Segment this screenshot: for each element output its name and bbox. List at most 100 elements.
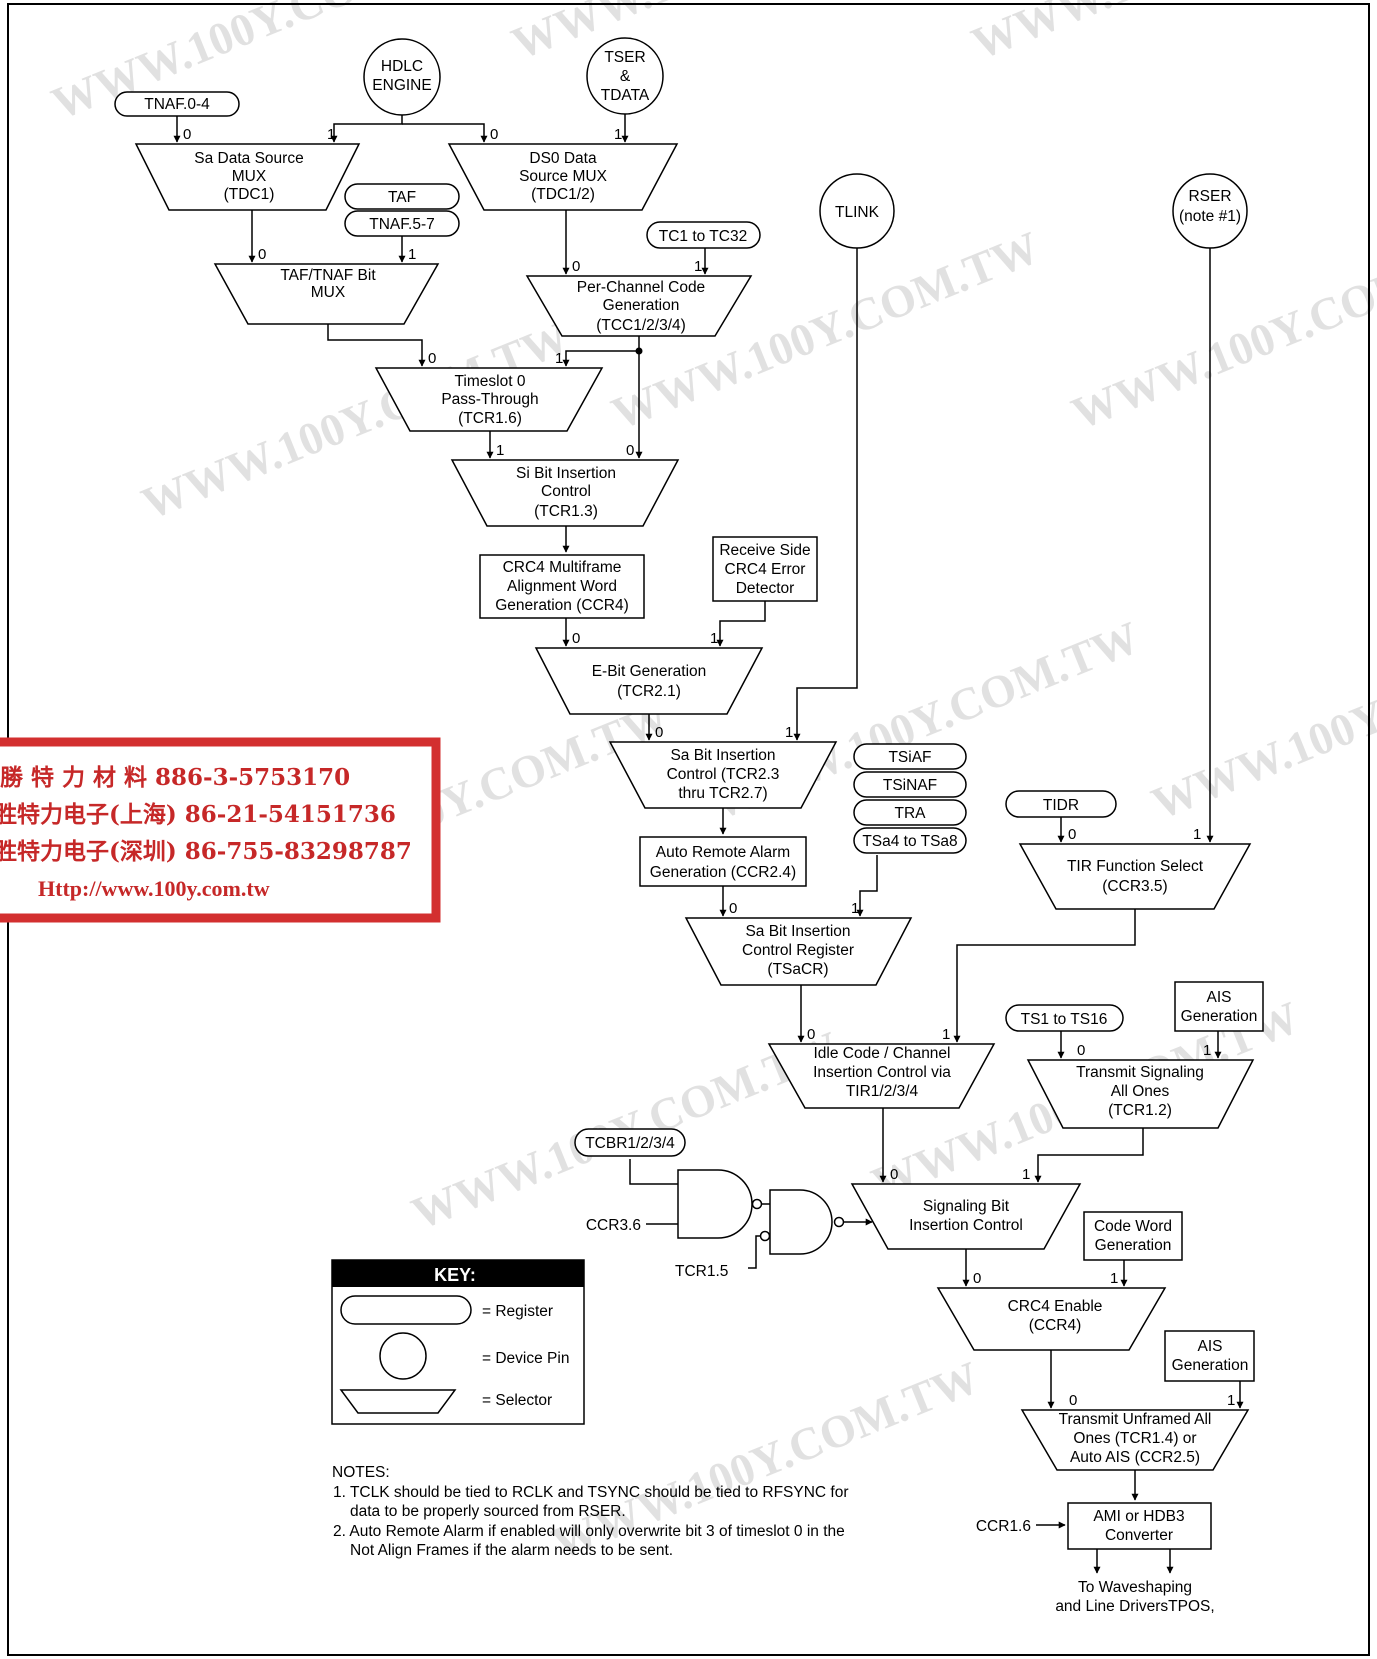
register-tc1-tc32: TC1 to TC32 — [646, 221, 761, 249]
bit-label: 0 — [428, 350, 436, 367]
note-line: data to be properly sourced from RSER. — [350, 1503, 626, 1520]
selector-label: Sa Data Source — [194, 150, 303, 167]
selector-input-bit-labels: 0 1 0 1 0 1 0 1 0 1 1 0 0 1 0 1 0 1 0 1 … — [183, 126, 1235, 1409]
block-label: Detector — [736, 580, 795, 597]
block-label: Alignment Word — [507, 578, 617, 595]
bit-label: 1 — [408, 246, 416, 263]
selector-label: Transmit Unframed All — [1059, 1411, 1212, 1428]
bit-label: 1 — [1110, 1270, 1118, 1287]
bit-label: 0 — [655, 724, 663, 741]
pin-label: ENGINE — [372, 77, 431, 94]
bit-label: 1 — [710, 630, 718, 647]
selector-per-channel-code-generation: Per-Channel Code Generation (TCC1/2/3/4) — [525, 275, 753, 337]
selector-idle-code-channel-insertion: Idle Code / Channel Insertion Control vi… — [767, 1043, 996, 1109]
selector-label: (TDC1/2) — [531, 186, 595, 203]
stamp-line: 勝 特 力 材 料 886-3-5753170 — [0, 764, 350, 791]
block-label: Generation — [1181, 1008, 1258, 1025]
key-pin-symbol — [379, 1332, 427, 1380]
register-tidr: TIDR — [1005, 790, 1117, 818]
bit-label: 1 — [555, 350, 563, 367]
selector-label: Source MUX — [519, 168, 608, 185]
bit-label: 0 — [1068, 826, 1076, 843]
selector-label: Insertion Control — [909, 1217, 1023, 1234]
key-register-label: = Register — [482, 1303, 553, 1320]
selector-label: (TCR1.6) — [458, 410, 522, 427]
notes-title: NOTES: — [332, 1464, 390, 1481]
selector-label: Sa Bit Insertion — [745, 923, 850, 940]
block-label: Receive Side — [719, 542, 810, 559]
block-ais-generation-1: AIS Generation — [1174, 981, 1264, 1032]
watermark-text: WWW.100Y.COM.TW — [965, 0, 1377, 69]
register-taf: TAF — [344, 183, 460, 210]
register-label: TCBR1/2/3/4 — [585, 1135, 675, 1152]
register-label: TSiAF — [888, 749, 931, 766]
ccr1-6-label: CCR1.6 — [976, 1518, 1031, 1535]
output-label: and Line DriversTPOS, — [1055, 1598, 1214, 1615]
register-label: TIDR — [1043, 797, 1079, 814]
bit-label: 1 — [614, 126, 622, 143]
bit-label: 0 — [807, 1026, 815, 1043]
selector-label: (TCC1/2/3/4) — [596, 317, 686, 334]
bit-label: 1 — [1193, 826, 1201, 843]
selector-signaling-bit-insertion-control: Signaling Bit Insertion Control — [850, 1183, 1082, 1250]
register-label: TS1 to TS16 — [1021, 1011, 1108, 1028]
selector-taf-tnaf-bit-mux: TAF/TNAF Bit MUX — [213, 263, 440, 325]
block-label: AMI or HDB3 — [1093, 1508, 1184, 1525]
register-tnaf-5-7: TNAF.5-7 — [344, 210, 460, 237]
bit-label: 0 — [1077, 1042, 1085, 1059]
register-label: TNAF.5-7 — [369, 216, 434, 233]
selector-sa-bit-insertion-control: Sa Bit Insertion Control (TCR2.3 thru TC… — [608, 741, 838, 809]
selector-label: (CCR3.5) — [1102, 878, 1167, 895]
selector-label: Auto AIS (CCR2.5) — [1070, 1449, 1200, 1466]
selector-e-bit-generation: E-Bit Generation (TCR2.1) — [534, 647, 764, 715]
selector-label: Timeslot 0 — [455, 373, 526, 390]
block-label: Code Word — [1094, 1218, 1172, 1235]
selector-label: DS0 Data — [529, 150, 597, 167]
note-line: 2. Auto Remote Alarm if enabled will onl… — [333, 1523, 845, 1540]
register-tsinaf: TSiNAF — [853, 771, 967, 798]
key-register-symbol — [340, 1295, 472, 1325]
key-legend: KEY: = Register = Device Pin = Selector — [331, 1259, 585, 1425]
block-label: Generation — [1095, 1237, 1172, 1254]
register-label: TSiNAF — [883, 777, 937, 794]
selector-label: Control — [541, 483, 591, 500]
selector-label: Insertion Control via — [813, 1064, 951, 1081]
block-label: AIS — [1207, 989, 1232, 1006]
notes: NOTES: 1. TCLK should be tied to RCLK an… — [332, 1464, 849, 1559]
block-label: Generation — [1172, 1357, 1249, 1374]
selector-label: MUX — [311, 284, 346, 301]
selector-label: TIR1/2/3/4 — [846, 1083, 919, 1100]
register-tsa4-tsa8: TSa4 to TSa8 — [853, 827, 967, 854]
block-label: Auto Remote Alarm — [656, 844, 790, 861]
selector-label: CRC4 Enable — [1008, 1298, 1103, 1315]
bit-label: 0 — [572, 630, 580, 647]
bit-label: 1 — [327, 126, 335, 143]
and-gate-2 — [759, 1189, 845, 1255]
pin-tlink: TLINK — [819, 173, 895, 249]
selector-transmit-unframed-all-ones: Transmit Unframed All Ones (TCR1.4) or A… — [1020, 1409, 1250, 1471]
selector-label: (TSaCR) — [767, 961, 828, 978]
selector-label: E-Bit Generation — [592, 663, 707, 680]
pin-label: TDATA — [601, 87, 650, 104]
selector-label: thru TCR2.7) — [678, 785, 767, 802]
register-label: TRA — [895, 805, 927, 822]
selector-label: Si Bit Insertion — [516, 465, 616, 482]
pin-hdlc-engine: HDLC ENGINE — [363, 38, 441, 116]
block-label: Generation (CCR4) — [495, 597, 629, 614]
block-ais-generation-2: AIS Generation — [1164, 1330, 1255, 1382]
selector-label: (TDC1) — [224, 186, 275, 203]
key-selector-label: = Selector — [482, 1392, 552, 1409]
block-ami-hdb3-converter: AMI or HDB3 Converter — [1067, 1502, 1212, 1550]
selector-transmit-signaling-all-ones: Transmit Signaling All Ones (TCR1.2) — [1026, 1059, 1255, 1129]
block-label: CRC4 Multiframe — [503, 559, 622, 576]
selector-crc4-enable: CRC4 Enable (CCR4) — [936, 1287, 1167, 1351]
watermark-text: WWW.100Y.COM.TW — [1145, 611, 1377, 829]
block-receive-side-crc4-error-detector: Receive Side CRC4 Error Detector — [712, 536, 818, 602]
distributor-stamp: 勝 特 力 材 料 886-3-5753170 胜特力电子(上海) 86-21-… — [0, 737, 441, 923]
selector-label: TAF/TNAF Bit — [280, 267, 376, 284]
register-tra: TRA — [853, 799, 967, 826]
selector-label: Generation — [603, 297, 680, 314]
bit-label: 0 — [490, 126, 498, 143]
register-tcbr: TCBR1/2/3/4 — [574, 1128, 686, 1157]
and-gate-1 — [677, 1169, 763, 1239]
